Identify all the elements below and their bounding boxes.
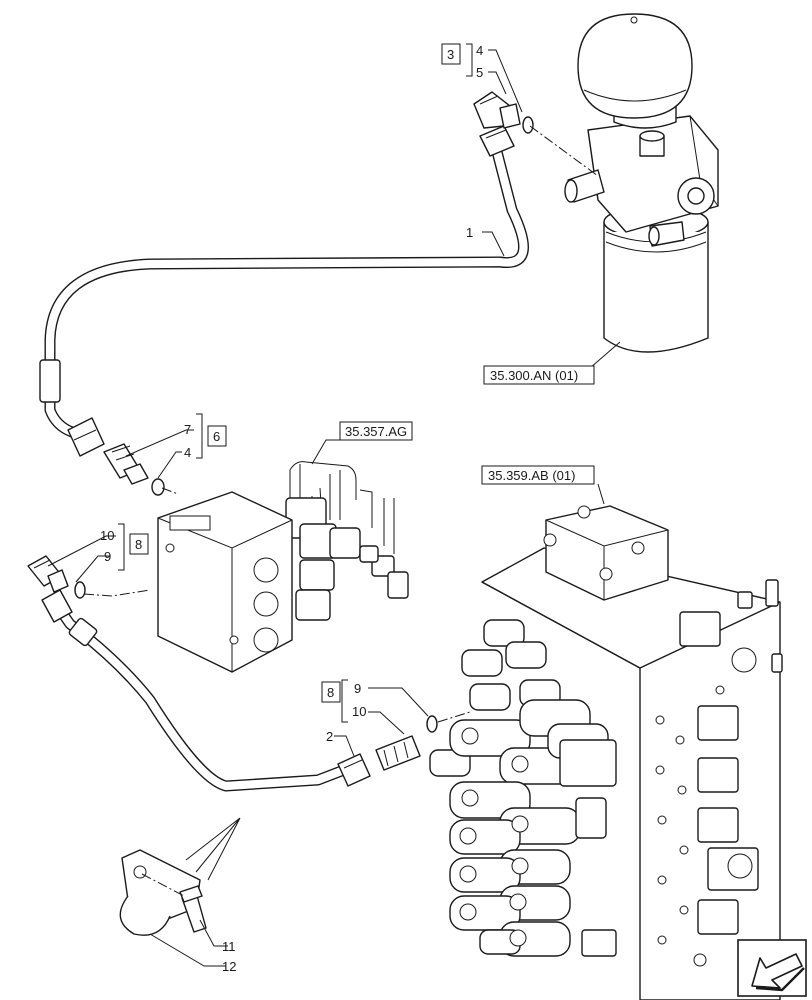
back-navigation-button[interactable] xyxy=(737,939,807,997)
clamp-bracket xyxy=(119,849,207,936)
callout-1[interactable]: 1 xyxy=(466,225,473,240)
centerline-top xyxy=(529,125,599,177)
callout-12[interactable]: 12 xyxy=(222,959,236,974)
ref-pilot-block[interactable]: 35.357.AG xyxy=(345,424,407,439)
callout-5[interactable]: 5 xyxy=(476,65,483,80)
reference-labels: 35.300.AN (01) 35.357.AG 35.359.AB (01) xyxy=(339,365,595,485)
fitting-straight-left xyxy=(103,443,165,496)
callout-7[interactable]: 7 xyxy=(184,422,191,437)
arrow-back-icon xyxy=(751,953,803,989)
pilot-valve-block xyxy=(157,461,409,673)
fitting-elbow-left xyxy=(27,555,86,599)
fitting-elbow-top xyxy=(473,91,534,134)
group-brackets xyxy=(118,43,473,723)
ref-control-valve[interactable]: 35.359.AB (01) xyxy=(488,468,575,483)
callout-8-left[interactable]: 8 xyxy=(135,537,142,552)
centerline-right xyxy=(437,711,471,723)
callout-6[interactable]: 6 xyxy=(213,429,220,444)
centerline-left xyxy=(161,487,179,495)
fitting-straight-right xyxy=(337,715,438,787)
callout-9-right[interactable]: 9 xyxy=(354,681,361,696)
centerline-mid xyxy=(83,589,151,597)
main-control-valve xyxy=(429,505,783,1000)
callout-8-right[interactable]: 8 xyxy=(327,685,334,700)
callout-4-left[interactable]: 4 xyxy=(184,445,191,460)
callout-9-left[interactable]: 9 xyxy=(104,549,111,564)
accumulator-assembly xyxy=(564,13,719,353)
callout-2[interactable]: 2 xyxy=(326,729,333,744)
hose-upper xyxy=(39,125,529,457)
leader-lines xyxy=(47,49,621,967)
hose-lower xyxy=(41,589,350,792)
callout-3[interactable]: 3 xyxy=(447,47,454,62)
callout-10-right[interactable]: 10 xyxy=(352,704,366,719)
callout-4-top[interactable]: 4 xyxy=(476,43,483,58)
spool-group xyxy=(429,619,617,957)
callout-11[interactable]: 11 xyxy=(222,939,236,954)
callout-10-left[interactable]: 10 xyxy=(100,528,114,543)
callout-labels: 1 3 4 5 7 4 6 10 9 8 8 9 10 2 11 12 xyxy=(100,43,483,974)
ref-accumulator[interactable]: 35.300.AN (01) xyxy=(490,368,578,383)
